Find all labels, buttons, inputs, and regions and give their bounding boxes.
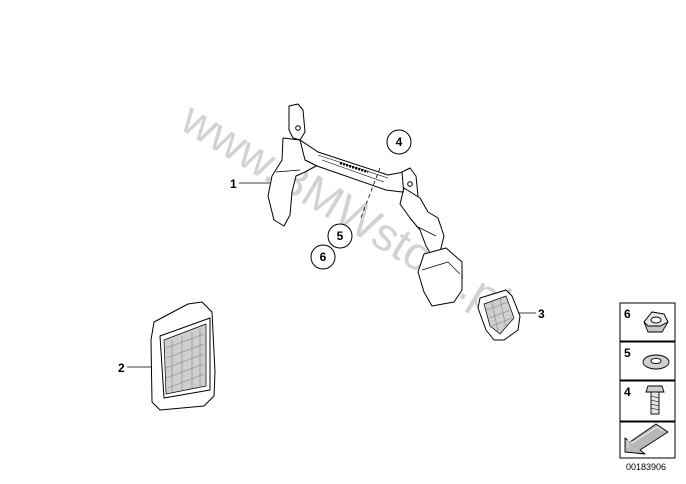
legend-number-5: 5: [624, 346, 631, 360]
direction-arrow-icon: [624, 423, 669, 455]
callout-6: 6: [320, 250, 327, 264]
callout-circle-4: 4: [386, 129, 412, 155]
callout-circle-6: 6: [310, 244, 336, 270]
dashed-axis: [359, 167, 381, 221]
legend: 6 5 4 00183906: [619, 302, 676, 472]
callout-2: 2: [118, 361, 125, 375]
legend-number-6: 6: [624, 307, 631, 321]
callout-circle-5: 5: [327, 223, 353, 249]
reflector-part-3: [477, 289, 521, 341]
diagram-code: 00183906: [626, 462, 666, 472]
screw-icon: [645, 385, 665, 415]
callout-5: 5: [337, 229, 344, 243]
bracket-part-1: [267, 103, 463, 307]
watermark: www.BMWstore.pl: [172, 91, 520, 328]
washer-icon: [642, 354, 670, 370]
callout-1: 1: [230, 177, 237, 191]
callout-3: 3: [538, 307, 545, 321]
reflector-part-2: [150, 301, 216, 411]
legend-number-4: 4: [624, 385, 631, 399]
hex-nut-icon: [643, 311, 669, 333]
leader-lines: [127, 182, 536, 368]
callout-4: 4: [396, 135, 403, 149]
